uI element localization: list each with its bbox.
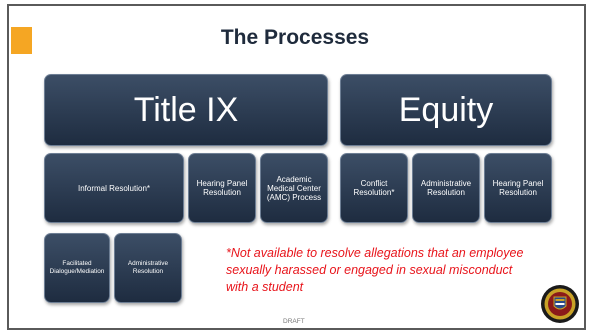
title-ix-box: Title IX bbox=[44, 74, 328, 146]
amc-process-box: Academic Medical Center (AMC) Process bbox=[260, 153, 328, 223]
slide-frame bbox=[7, 4, 586, 330]
informal-resolution-box: Informal Resolution* bbox=[44, 153, 184, 223]
conflict-resolution-box: Conflict Resolution* bbox=[340, 153, 408, 223]
administrative-resolution-sub-box: Administrative Resolution bbox=[114, 233, 182, 303]
equity-box: Equity bbox=[340, 74, 552, 146]
facilitated-dialogue-box: Facilitated Dialogue/Mediation bbox=[44, 233, 110, 303]
hearing-panel-resolution-box: Hearing Panel Resolution bbox=[188, 153, 256, 223]
slide-title: The Processes bbox=[220, 26, 370, 49]
accent-bar bbox=[11, 27, 32, 54]
equity-administrative-resolution-box: Administrative Resolution bbox=[412, 153, 480, 223]
draft-label: DRAFT bbox=[283, 318, 305, 325]
university-seal-icon bbox=[541, 285, 579, 323]
availability-note: *Not available to resolve allegations th… bbox=[226, 246, 524, 294]
equity-hearing-panel-resolution-box: Hearing Panel Resolution bbox=[484, 153, 552, 223]
